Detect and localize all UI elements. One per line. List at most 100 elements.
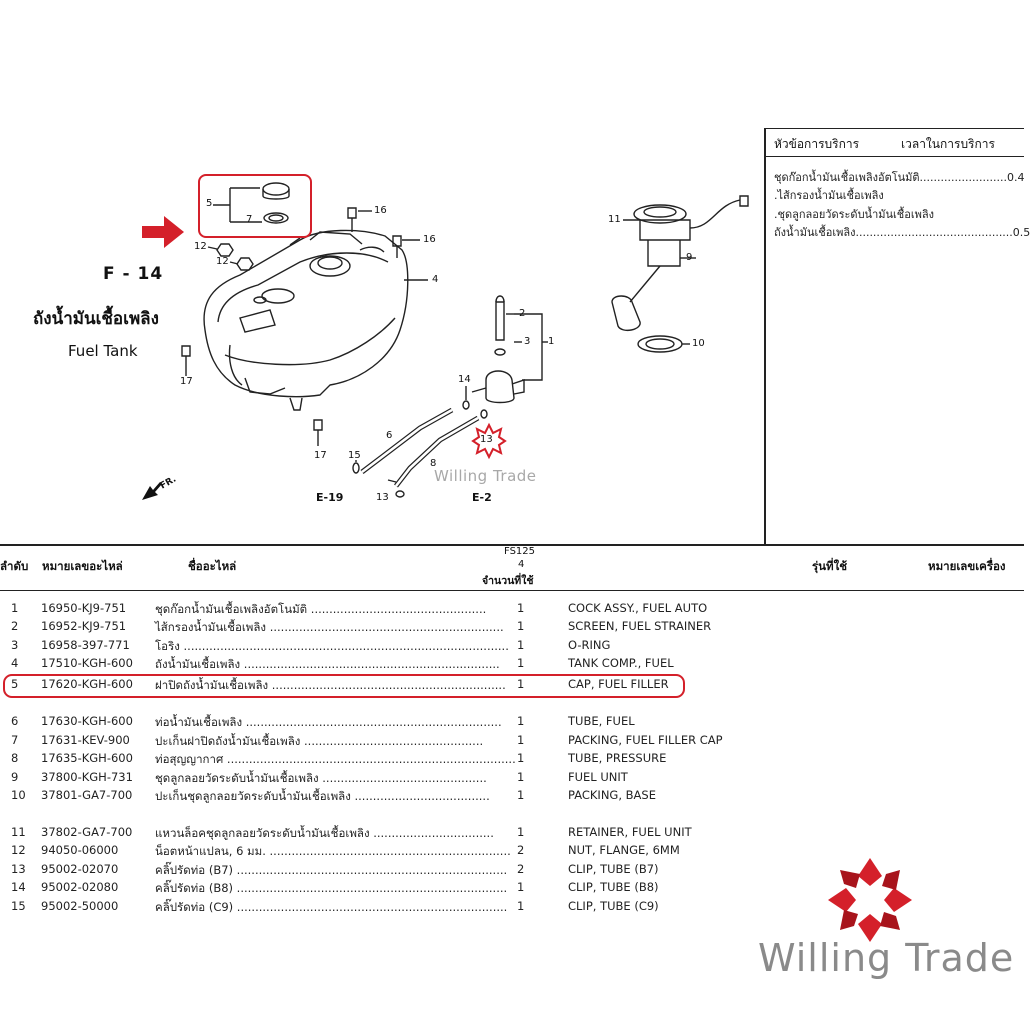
diagram-title-thai: ถังน้ำมันเชื้อเพลิง bbox=[33, 309, 159, 329]
callout-9: 9 bbox=[686, 252, 693, 263]
row-part-name-thai: ชุดก๊อกน้ำมันเชื้อเพลิงอัตโนมัติ .......… bbox=[155, 602, 487, 616]
callout-12a: 12 bbox=[194, 241, 207, 252]
callout-16a: 16 bbox=[374, 205, 387, 216]
row-part-name-english: TUBE, PRESSURE bbox=[568, 751, 667, 765]
pointer-arrow-icon bbox=[142, 216, 184, 248]
row-part-name-thai: แหวนล็อคชุดลูกลอยวัดระดับน้ำมันเชื้อเพลิ… bbox=[155, 826, 494, 840]
row-part-name-thai: ปะเก็นฝาปิดถังน้ำมันเชื้อเพลิง .........… bbox=[155, 734, 484, 748]
row-part-name-thai: ชุดลูกลอยวัดระดับน้ำมันเชื้อเพลิง ......… bbox=[155, 771, 487, 785]
row-part-number: 95002-02070 bbox=[41, 862, 119, 876]
willing-trade-logo-icon bbox=[828, 858, 912, 942]
row-part-name-thai: ฝาปิดถังน้ำมันเชื้อเพลิง ...............… bbox=[155, 678, 506, 692]
service-row-2: .ไส้กรองน้ำมันเชื้อเพลิง bbox=[774, 189, 884, 202]
callout-8: 8 bbox=[430, 458, 437, 469]
row-index: 3 bbox=[11, 638, 19, 652]
service-topic-header: หัวข้อการบริการ bbox=[774, 137, 860, 151]
row-part-name-thai: คลิ๊ปรัดท่อ (B8) .......................… bbox=[155, 881, 508, 895]
diagram-title-english: Fuel Tank bbox=[68, 342, 138, 360]
col-header-engine-no: หมายเลขเครื่อง bbox=[928, 559, 1006, 573]
callout-7: 7 bbox=[246, 214, 253, 225]
row-index: 14 bbox=[11, 880, 26, 894]
row-part-name-thai: น็อตหน้าแปลน, 6 มม. ....................… bbox=[155, 844, 511, 858]
row-part-name-english: CLIP, TUBE (B8) bbox=[568, 880, 659, 894]
row-index: 15 bbox=[11, 899, 26, 913]
row-part-number: 16958-397-771 bbox=[41, 638, 130, 652]
row-quantity: 2 bbox=[517, 843, 525, 857]
row-quantity: 1 bbox=[517, 751, 525, 765]
callout-16b: 16 bbox=[423, 234, 436, 245]
row-quantity: 1 bbox=[517, 899, 525, 913]
col-header-index: ลำดับ bbox=[0, 559, 29, 573]
row-part-number: 17635-KGH-600 bbox=[41, 751, 133, 765]
callout-14: 14 bbox=[458, 374, 471, 385]
callout-2: 2 bbox=[519, 308, 526, 319]
row-part-name-english: PACKING, FUEL FILLER CAP bbox=[568, 733, 723, 747]
row-part-name-english: TUBE, FUEL bbox=[568, 714, 635, 728]
callout-13a: 13 bbox=[480, 434, 493, 445]
row-index: 11 bbox=[11, 825, 26, 839]
row-index: 13 bbox=[11, 862, 26, 876]
callout-15: 15 bbox=[348, 450, 361, 461]
ref-e19: E-19 bbox=[316, 491, 344, 504]
row-part-number: 17620-KGH-600 bbox=[41, 677, 133, 691]
row-part-number: 94050-06000 bbox=[41, 843, 119, 857]
watermark-text: Willing Trade bbox=[434, 467, 537, 485]
callout-6: 6 bbox=[386, 430, 393, 441]
row-part-number: 16952-KJ9-751 bbox=[41, 619, 127, 633]
row-index: 5 bbox=[11, 677, 19, 691]
callout-5: 5 bbox=[206, 198, 213, 209]
service-row-3: .ชุดลูกลอยวัดระดับน้ำมันเชื้อเพลิง bbox=[774, 208, 934, 221]
row-part-name-english: SCREEN, FUEL STRAINER bbox=[568, 619, 712, 633]
row-index: 12 bbox=[11, 843, 26, 857]
row-part-name-thai: ปะเก็นชุดลูกลอยวัดระดับน้ำมันเชื้อเพลิง … bbox=[155, 789, 490, 803]
row-part-name-thai: โอริง ..................................… bbox=[155, 639, 509, 653]
row-part-number: 37802-GA7-700 bbox=[41, 825, 133, 839]
row-part-name-english: CAP, FUEL FILLER bbox=[568, 677, 669, 691]
row-quantity: 2 bbox=[517, 862, 525, 876]
callout-13b: 13 bbox=[376, 492, 389, 503]
row-part-name-english: PACKING, BASE bbox=[568, 788, 656, 802]
row-quantity: 1 bbox=[517, 770, 525, 784]
col-header-model-sub: 4 bbox=[518, 559, 525, 570]
row-part-name-english: FUEL UNIT bbox=[568, 770, 628, 784]
row-part-name-english: CLIP, TUBE (B7) bbox=[568, 862, 659, 876]
row-part-name-english: CLIP, TUBE (C9) bbox=[568, 899, 659, 913]
row-quantity: 1 bbox=[517, 880, 525, 894]
row-part-number: 17510-KGH-600 bbox=[41, 656, 133, 670]
table-top-line bbox=[0, 544, 1024, 546]
table-header-bottom-line bbox=[0, 590, 1024, 591]
row-quantity: 1 bbox=[517, 825, 525, 839]
row-quantity: 1 bbox=[517, 619, 525, 633]
row-part-name-thai: ไส้กรองน้ำมันเชื้อเพลิง ................… bbox=[155, 620, 504, 634]
row-part-name-thai: ถังน้ำมันเชื้อเพลิง ....................… bbox=[155, 657, 500, 671]
row-quantity: 1 bbox=[517, 733, 525, 747]
row-index: 10 bbox=[11, 788, 26, 802]
row-index: 6 bbox=[11, 714, 19, 728]
row-part-name-thai: คลิ๊ปรัดท่อ (B7) .......................… bbox=[155, 863, 508, 877]
row-quantity: 1 bbox=[517, 677, 525, 691]
row-part-number: 37801-GA7-700 bbox=[41, 788, 133, 802]
row-quantity: 1 bbox=[517, 656, 525, 670]
row-part-name-thai: ท่อสุญญากาศ ............................… bbox=[155, 752, 516, 766]
ref-e2: E-2 bbox=[472, 491, 492, 504]
row-part-number: 37800-KGH-731 bbox=[41, 770, 133, 784]
fuel-tank-illustration bbox=[181, 182, 749, 498]
row-index: 4 bbox=[11, 656, 19, 670]
panel-header-bottom-line bbox=[764, 156, 1024, 157]
panel-header-top-line bbox=[764, 128, 1024, 129]
service-time-header: เวลาในการบริการ bbox=[901, 137, 995, 151]
callout-1: 1 bbox=[548, 336, 555, 347]
col-header-qty: จำนวนที่ใช้ bbox=[482, 575, 534, 587]
row-quantity: 1 bbox=[517, 638, 525, 652]
front-direction-arrow-icon bbox=[142, 482, 162, 500]
row-part-name-thai: ท่อน้ำมันเชื้อเพลิง ....................… bbox=[155, 715, 502, 729]
row-part-name-english: COCK ASSY., FUEL AUTO bbox=[568, 601, 708, 615]
row-quantity: 1 bbox=[517, 788, 525, 802]
row-part-name-english: TANK COMP., FUEL bbox=[568, 656, 674, 670]
callout-3: 3 bbox=[524, 336, 531, 347]
callout-4: 4 bbox=[432, 274, 439, 285]
row-part-name-thai: คลิ๊ปรัดท่อ (C9) .......................… bbox=[155, 900, 508, 914]
col-header-models-used: รุ่นที่ใช้ bbox=[812, 559, 848, 573]
row-index: 1 bbox=[11, 601, 19, 615]
diagram-code: F - 14 bbox=[103, 264, 164, 284]
